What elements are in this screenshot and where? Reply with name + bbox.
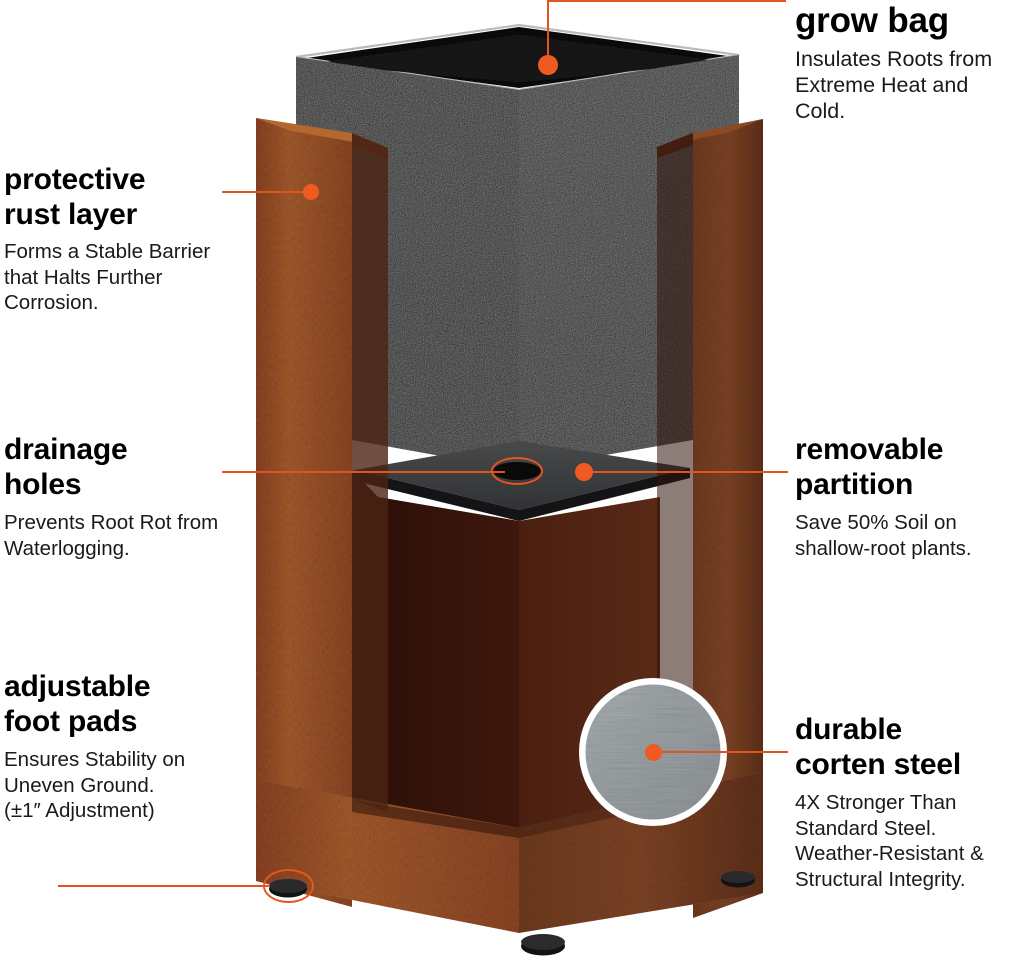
callout-removable-partition: removable partition Save 50% Soil on sha… xyxy=(795,432,1020,561)
corten-body xyxy=(256,118,763,933)
marker-dot-partition xyxy=(575,463,593,481)
callout-rust-title-line2: rust layer xyxy=(4,198,138,231)
callout-adjustable-foot-pads: adjustable foot pads Ensures Stability o… xyxy=(4,669,222,824)
callout-grow-bag-body: Insulates Roots from Extreme Heat and Co… xyxy=(795,47,993,123)
marker-ring-foot-pad xyxy=(263,869,314,903)
callout-corten-body-line1: 4X Stronger Than xyxy=(795,791,957,814)
callout-partition-body-line2: shallow-root plants. xyxy=(795,536,972,560)
leader-line-corten-steel xyxy=(660,751,788,753)
callout-drainage-title-line2: holes xyxy=(4,468,82,501)
callout-rust-title-line1: protective xyxy=(4,163,146,196)
callout-footpads-title-line1: adjustable xyxy=(4,670,151,703)
callout-drainage-body: Prevents Root Rot from Waterlogging. xyxy=(4,511,219,560)
callout-corten-title-line1: durable xyxy=(795,713,902,746)
callout-partition-title-line2: partition xyxy=(795,468,914,501)
marker-ring-drainage-hole xyxy=(491,457,543,485)
callout-footpads-title-line2: foot pads xyxy=(4,705,138,738)
leader-line-removable-partition xyxy=(584,471,788,473)
leader-line-foot-pads xyxy=(58,885,270,887)
callout-protective-rust-layer: protective rust layer Forms a Stable Bar… xyxy=(4,162,216,316)
leader-line-rust-layer xyxy=(222,191,312,193)
callout-grow-bag: grow bag Insulates Roots from Extreme He… xyxy=(795,0,1024,124)
callout-corten-body-line2: Standard Steel. xyxy=(795,816,937,840)
callout-grow-bag-title: grow bag xyxy=(795,1,949,40)
callout-partition-body-line1: Save 50% Soil on xyxy=(795,511,957,534)
callout-footpads-body-line3: (±1″ Adjustment) xyxy=(4,799,155,822)
marker-dot-grow-bag xyxy=(538,55,558,75)
callout-corten-body-line3: Weather-Resistant & xyxy=(795,842,984,865)
marker-dot-steel-swatch xyxy=(645,744,662,761)
leader-line-grow-bag xyxy=(548,0,786,2)
callout-corten-title-line2: corten steel xyxy=(795,748,961,781)
callout-drainage-title-line1: drainage xyxy=(4,433,128,466)
leader-line-grow-bag-vertical xyxy=(547,0,549,62)
callout-corten-body-line4: Structural Integrity. xyxy=(795,867,966,891)
callout-drainage-holes: drainage holes Prevents Root Rot from Wa… xyxy=(4,432,219,561)
callout-footpads-body-line2: Uneven Ground. xyxy=(4,773,155,797)
callout-rust-body: Forms a Stable Barrier that Halts Furthe… xyxy=(4,240,211,314)
marker-dot-rust-layer xyxy=(303,184,319,200)
callout-durable-corten-steel: durable corten steel 4X Stronger Than St… xyxy=(795,712,1024,892)
callout-partition-title-line1: removable xyxy=(795,433,944,466)
leader-line-drainage-holes xyxy=(222,471,505,473)
callout-footpads-body-line1: Ensures Stability on xyxy=(4,748,186,771)
